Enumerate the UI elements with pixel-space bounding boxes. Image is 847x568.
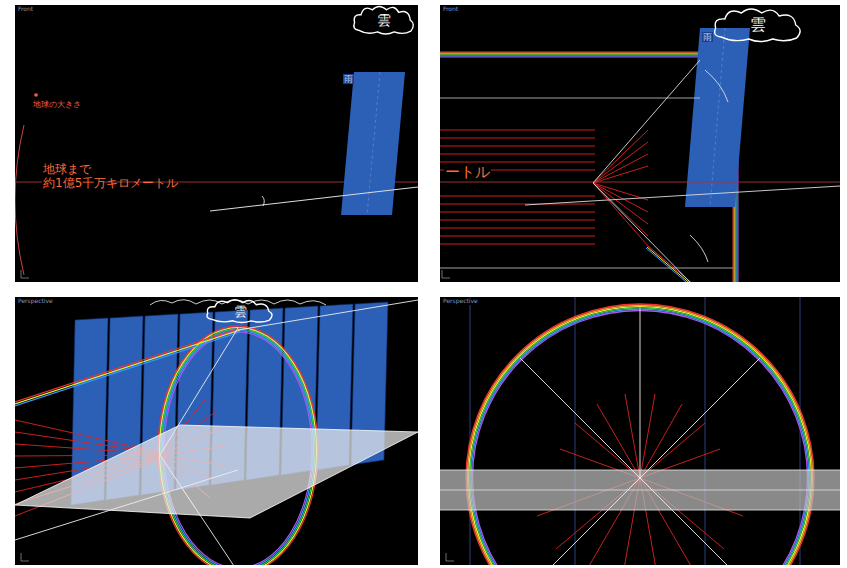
annotation-label: ートル xyxy=(444,164,491,181)
perspective-view-front xyxy=(440,297,840,565)
cloud-shape: 雲 xyxy=(352,3,416,37)
cloud-shape: 雲 xyxy=(712,5,804,45)
front-view-far xyxy=(15,5,418,282)
annotation-label: 地球の大きさ xyxy=(32,100,82,109)
front-view-near xyxy=(440,5,840,282)
annotation-label: Front xyxy=(17,6,34,13)
cloud-shape: 雲 xyxy=(205,297,275,325)
cloud-label: 雲 xyxy=(377,13,391,27)
perspective-view xyxy=(15,297,418,565)
annotation-label: 雨 xyxy=(702,32,713,42)
cloud-label: 雲 xyxy=(750,17,766,33)
annotation-label: 地球まで 約1億5千万キロメートル xyxy=(42,163,104,191)
cloud-label: 雲 xyxy=(234,305,247,318)
annotation-label: Perspective xyxy=(17,298,54,305)
annotation-label: Perspective xyxy=(442,298,479,305)
annotation-label: 雨 xyxy=(343,74,354,84)
annotation-label: Front xyxy=(442,6,459,13)
